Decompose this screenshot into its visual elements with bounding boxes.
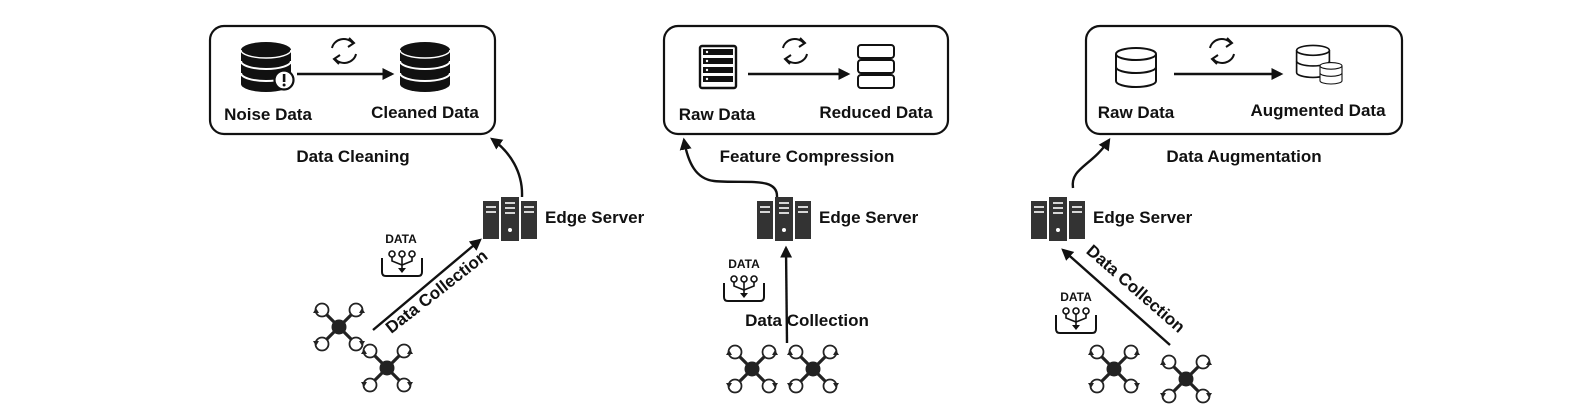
database-outline-icon <box>1115 47 1157 88</box>
edge-server-label: Edge Server <box>545 208 645 227</box>
edge-server-label: Edge Server <box>1093 208 1193 227</box>
panel-title: Data Augmentation <box>1166 147 1321 166</box>
data-packet-icon <box>381 250 423 277</box>
data-collection-label: Data Collection <box>1083 241 1189 337</box>
panel-title: Feature Compression <box>720 147 895 166</box>
edge-server-icon <box>1030 196 1086 242</box>
database-icon <box>399 41 451 93</box>
collection-arrow <box>780 245 793 344</box>
data-badge-label: DATA <box>728 257 760 271</box>
data-badge-label: DATA <box>385 232 417 246</box>
upload-arrow <box>490 137 524 198</box>
data-collection-label: Data Collection <box>382 246 491 337</box>
data-packet-icon <box>723 275 765 302</box>
edge-server-label: Edge Server <box>819 208 919 227</box>
source-label: Raw Data <box>1098 103 1175 122</box>
drone-icon <box>1086 343 1142 395</box>
target-label: Augmented Data <box>1250 101 1386 120</box>
data-collection-label: Data Collection <box>745 311 869 330</box>
drone-icon <box>785 343 841 395</box>
panel-title: Data Cleaning <box>296 147 409 166</box>
source-label: Raw Data <box>679 105 756 124</box>
server-rack-icon <box>698 44 738 90</box>
drone-icon <box>724 343 780 395</box>
target-label: Cleaned Data <box>371 103 479 122</box>
server-rack-outline-icon <box>857 44 895 89</box>
source-label: Noise Data <box>224 105 312 124</box>
database-warning-icon <box>240 41 295 93</box>
data-badge-label: DATA <box>1060 290 1092 304</box>
drone-icon <box>311 301 367 353</box>
edge-server-icon <box>482 196 538 242</box>
upload-arrow <box>679 137 779 198</box>
drone-icon <box>1158 353 1214 405</box>
upload-arrow <box>1071 137 1111 189</box>
collection-arrow <box>372 238 482 331</box>
edge-server-icon <box>756 196 812 242</box>
target-label: Reduced Data <box>819 103 933 122</box>
data-packet-icon <box>1055 307 1097 334</box>
drone-icon <box>359 342 415 394</box>
collection-arrow <box>1061 248 1171 346</box>
